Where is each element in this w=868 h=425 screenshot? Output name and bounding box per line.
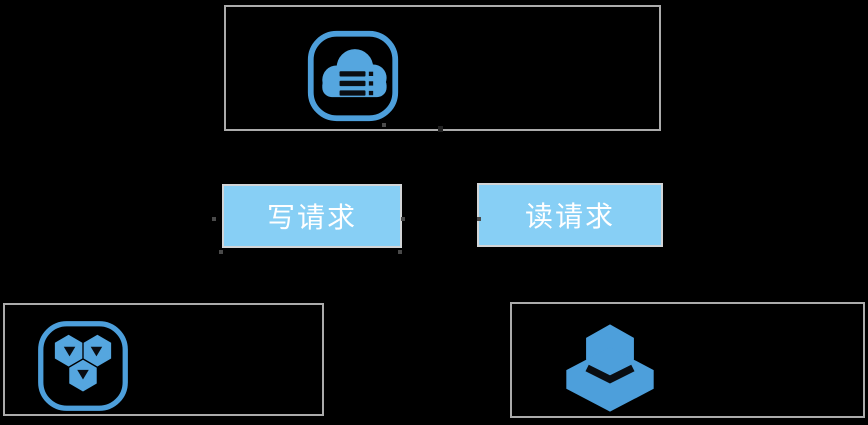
write-request-text: 写请求 <box>266 202 357 233</box>
cloud-database-node <box>224 5 661 131</box>
connector-anchor <box>219 250 223 254</box>
connector-anchor <box>477 217 481 221</box>
connector-anchor <box>212 217 216 221</box>
read-request-label: 读请求 <box>477 183 663 247</box>
read-request-text: 读请求 <box>524 201 615 232</box>
stacked-cubes-node <box>510 302 865 418</box>
connector-anchor <box>438 126 443 132</box>
hexagon-cluster-icon <box>38 321 128 411</box>
connector-anchor <box>382 123 386 127</box>
hexagon-cluster-node <box>3 303 324 416</box>
connector-anchor <box>398 250 402 254</box>
stacked-cubes-icon <box>566 324 654 412</box>
write-request-label: 写请求 <box>222 184 402 248</box>
connector-anchor <box>401 217 405 221</box>
cloud-database-icon <box>307 30 399 122</box>
